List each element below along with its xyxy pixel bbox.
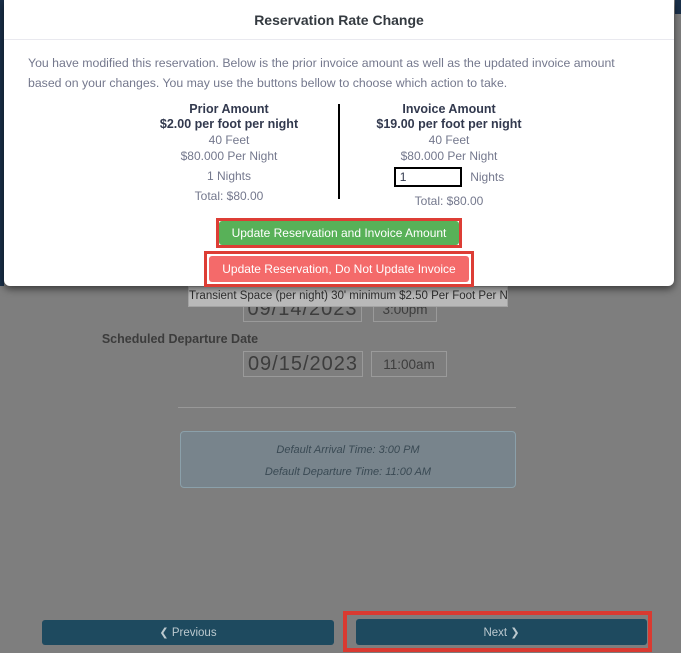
prior-amount-heading: Prior Amount [189, 101, 269, 116]
scheduled-departure-label: Scheduled Departure Date [101, 332, 259, 346]
invoice-feet: 40 Feet [428, 132, 470, 147]
modal-description: You have modified this reservation. Belo… [28, 56, 615, 91]
update-reservation-only-button[interactable]: Update Reservation, Do Not Update Invoic… [209, 255, 469, 282]
default-times-panel: Default Arrival Time: 3:00 PM Default De… [180, 431, 516, 488]
amounts-comparison: Prior Amount $2.00 per foot per night 40… [28, 102, 650, 209]
nights-suffix-label: Nights [470, 169, 505, 184]
modal-actions: Update Reservation and Invoice Amount Up… [28, 217, 650, 287]
invoice-amount-column: Invoice Amount $19.00 per foot per night… [339, 102, 559, 209]
previous-button-label: Previous [171, 627, 217, 639]
default-arrival-time-text: Default Arrival Time: 3:00 PM [276, 444, 420, 456]
prior-rate: $2.00 per foot per night [159, 116, 299, 131]
section-divider [178, 407, 516, 408]
update-both-annotation-box: Update Reservation and Invoice Amount [215, 217, 463, 248]
update-reservation-and-invoice-button[interactable]: Update Reservation and Invoice Amount [218, 220, 460, 245]
invoice-rate: $19.00 per foot per night [376, 116, 522, 131]
nights-input[interactable] [393, 166, 462, 187]
next-button-label: Next [483, 626, 508, 639]
default-departure-time-text: Default Departure Time: 11:00 AM [264, 466, 432, 478]
prior-total: Total: $80.00 [194, 188, 264, 203]
departure-date-input[interactable]: 09/15/2023 [243, 351, 363, 377]
chevron-right-icon: ❯ [510, 626, 520, 639]
prior-feet: 40 Feet [208, 132, 250, 147]
sidebar-edge [0, 0, 4, 286]
previous-button[interactable]: ❮ Previous [42, 620, 334, 645]
invoice-per-night: $80.000 Per Night [400, 148, 498, 163]
topbar-edge [675, 0, 681, 14]
prior-nights: 1 Nights [206, 168, 252, 183]
next-button[interactable]: Next ❯ [356, 619, 647, 645]
column-divider [338, 103, 340, 199]
reservation-rate-change-modal: Reservation Rate Change You have modifie… [4, 0, 674, 287]
departure-time-input[interactable]: 11:00am [371, 351, 447, 377]
invoice-amount-heading: Invoice Amount [402, 101, 496, 116]
invoice-nights-row: Nights [339, 166, 559, 189]
rate-option-item[interactable]: Transient Space (per night) 30' minimum … [188, 286, 508, 307]
update-reservation-only-annotation-box: Update Reservation, Do Not Update Invoic… [204, 250, 474, 287]
prior-amount-column: Prior Amount $2.00 per foot per night 40… [119, 102, 339, 209]
prior-per-night: $80.000 Per Night [180, 148, 278, 163]
modal-title: Reservation Rate Change [4, 0, 674, 40]
invoice-total: Total: $80.00 [414, 193, 484, 208]
chevron-left-icon: ❮ [159, 627, 169, 639]
